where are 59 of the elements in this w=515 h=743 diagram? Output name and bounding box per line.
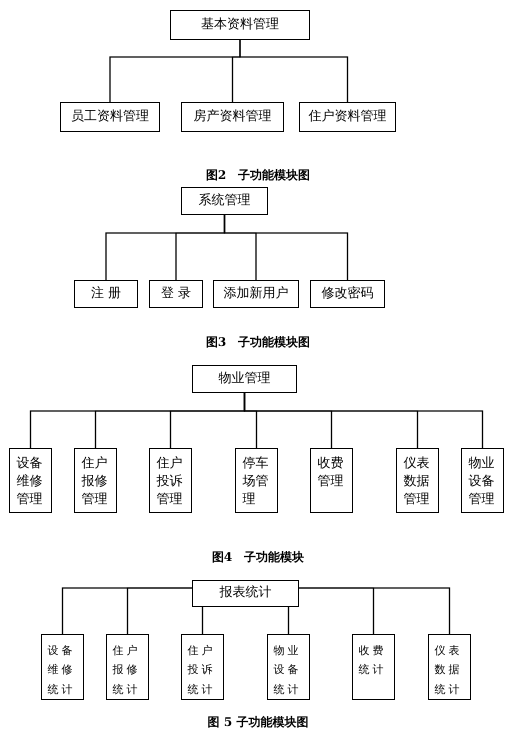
connector-line [299,587,450,634]
connector-line [244,393,484,448]
module-label: 物业管理 [218,370,270,388]
module-label: 住户报修管理 [82,455,108,510]
module-box [428,634,471,700]
module-label: 住户投诉统计 [188,643,216,698]
module-box [74,448,117,513]
module-box [310,280,385,308]
module-label: 登 录 [160,284,192,303]
module-label: 系统管理 [198,192,250,210]
module-label: 注 册 [90,284,122,303]
module-box [9,448,52,513]
connector-line [202,607,204,634]
module-label: 基本资料管理 [201,16,279,34]
module-box [106,634,149,700]
module-box [170,10,310,40]
module-label: 报表统计 [220,584,272,602]
connector-line [239,40,348,102]
module-box [352,634,395,700]
module-label: 设备维修管理 [16,455,44,510]
module-label: 房产资料管理 [194,108,272,126]
module-box [192,365,297,393]
module-box [461,448,504,513]
module-label: 物业设备管理 [468,455,496,510]
module-box [74,280,138,308]
module-box [396,448,439,513]
module-box [192,580,299,607]
figure-caption: 图4 子功能模块 [212,549,304,566]
connector-line [288,607,290,634]
module-label: 设备维修统计 [48,643,76,698]
module-box [267,634,310,700]
connector-line [224,215,348,280]
module-box [213,280,299,308]
module-label: 仪表数据管理 [404,455,430,510]
module-label: 修改密码 [322,284,374,303]
module-box [181,102,284,132]
module-box [181,187,268,215]
module-label: 住户投诉管理 [156,455,184,510]
module-label: 停车场管理 [242,455,270,510]
module-label: 添加新用户 [224,284,288,303]
figure-caption: 图 5 子功能模块图 [208,714,308,731]
module-label: 住户报修统计 [112,643,142,698]
module-box [149,448,192,513]
module-label: 收费管理 [318,455,344,492]
module-box [299,102,396,132]
module-label: 住户资料管理 [308,108,386,126]
module-label: 物业设备统计 [274,643,302,698]
connector-line [126,587,192,634]
module-box [181,634,224,700]
module-box [310,448,353,513]
module-box [149,280,203,308]
module-box [41,634,84,700]
module-label: 仪表数据统计 [434,643,464,698]
figure-caption: 图3 子功能模块图 [206,334,310,351]
module-label: 收费统计 [358,643,388,678]
module-label: 员工资料管理 [71,108,149,126]
figure-caption: 图2 子功能模块图 [206,167,310,184]
module-box [235,448,278,513]
module-box [60,102,160,132]
